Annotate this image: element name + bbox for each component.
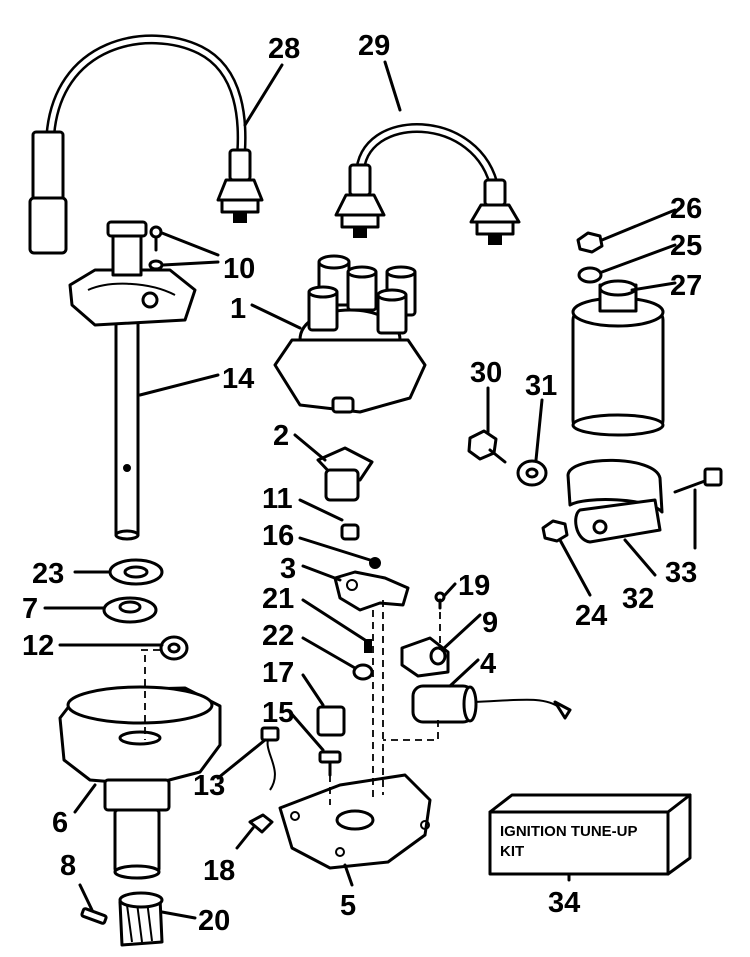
callout-8: 8 <box>60 850 76 882</box>
callout-10: 10 <box>223 253 255 285</box>
callout-20: 20 <box>198 905 230 937</box>
callout-1: 1 <box>230 293 246 325</box>
part-28-spark-lead <box>28 34 264 255</box>
part-18-clip <box>248 813 274 834</box>
callout-11: 11 <box>262 483 293 515</box>
part-2-rotor <box>316 446 374 502</box>
part-29-spark-lead <box>334 122 521 245</box>
part-3-contact-set <box>333 570 410 612</box>
callout-33: 33 <box>665 557 697 589</box>
callout-17: 17 <box>262 657 294 689</box>
part-1-distributor-cap <box>273 254 427 414</box>
part-6-housing <box>58 685 222 880</box>
callout-12: 12 <box>22 630 54 662</box>
part-17-spacer <box>316 705 346 737</box>
callout-27: 27 <box>670 270 702 302</box>
callout-26: 26 <box>670 193 702 225</box>
callout-15: 15 <box>262 697 294 729</box>
part-22-washer <box>352 663 374 681</box>
kit-label-line2: KIT <box>500 843 524 860</box>
part-10-screws <box>148 225 164 271</box>
callout-4: 4 <box>480 648 496 680</box>
callout-29: 29 <box>358 30 390 62</box>
callout-9: 9 <box>482 607 498 639</box>
callout-numbers: 28 29 10 1 14 2 11 16 3 21 22 17 15 19 9… <box>22 30 702 937</box>
part-31-washer <box>516 459 548 487</box>
callout-28: 28 <box>268 33 300 65</box>
callout-13: 13 <box>193 770 225 802</box>
part-8-pin <box>80 907 108 925</box>
part-25-washer <box>577 266 603 284</box>
part-15-screw <box>318 750 342 777</box>
callout-6: 6 <box>52 807 68 839</box>
part-27-ignition-coil <box>571 279 665 437</box>
part-24-nut <box>541 519 569 543</box>
part-4-condenser <box>411 684 572 724</box>
part-20-gear <box>118 891 164 947</box>
callout-5: 5 <box>340 890 356 922</box>
part-26-nut <box>576 231 604 254</box>
callout-3: 3 <box>280 553 296 585</box>
callout-7: 7 <box>22 593 38 625</box>
part-32-coil-clamp <box>566 458 664 544</box>
callout-25: 25 <box>670 230 702 262</box>
callout-30: 30 <box>470 357 502 389</box>
part-23-washer <box>108 558 164 586</box>
callout-23: 23 <box>32 558 64 590</box>
callout-31: 31 <box>525 370 557 402</box>
part-9-bracket <box>400 636 450 678</box>
part-33-clamp-screw <box>673 467 723 494</box>
callout-22: 22 <box>262 620 294 652</box>
callout-18: 18 <box>203 855 235 887</box>
callout-14: 14 <box>222 363 254 395</box>
callout-24: 24 <box>575 600 607 632</box>
leader-lines <box>43 60 697 920</box>
callout-16: 16 <box>262 520 294 552</box>
part-21-screw <box>364 639 372 653</box>
part-14-shaft-assembly <box>68 220 197 541</box>
kit-label-line1: IGNITION TUNE-UP <box>500 823 638 840</box>
callout-32: 32 <box>622 583 654 615</box>
part-34-kit-box <box>488 793 692 876</box>
callout-2: 2 <box>273 420 289 452</box>
part-11-felt <box>340 523 360 541</box>
callout-19: 19 <box>458 570 490 602</box>
part-12-seal <box>159 635 189 661</box>
assembly-guide-lines <box>140 600 441 805</box>
part-5-base-plate <box>278 773 432 870</box>
part-7-bushing <box>102 596 158 624</box>
part-16-screw <box>369 557 381 569</box>
callout-21: 21 <box>262 583 294 615</box>
callout-34: 34 <box>548 887 580 919</box>
part-30-screw <box>467 429 507 464</box>
part-13-ground-wire <box>260 726 280 791</box>
